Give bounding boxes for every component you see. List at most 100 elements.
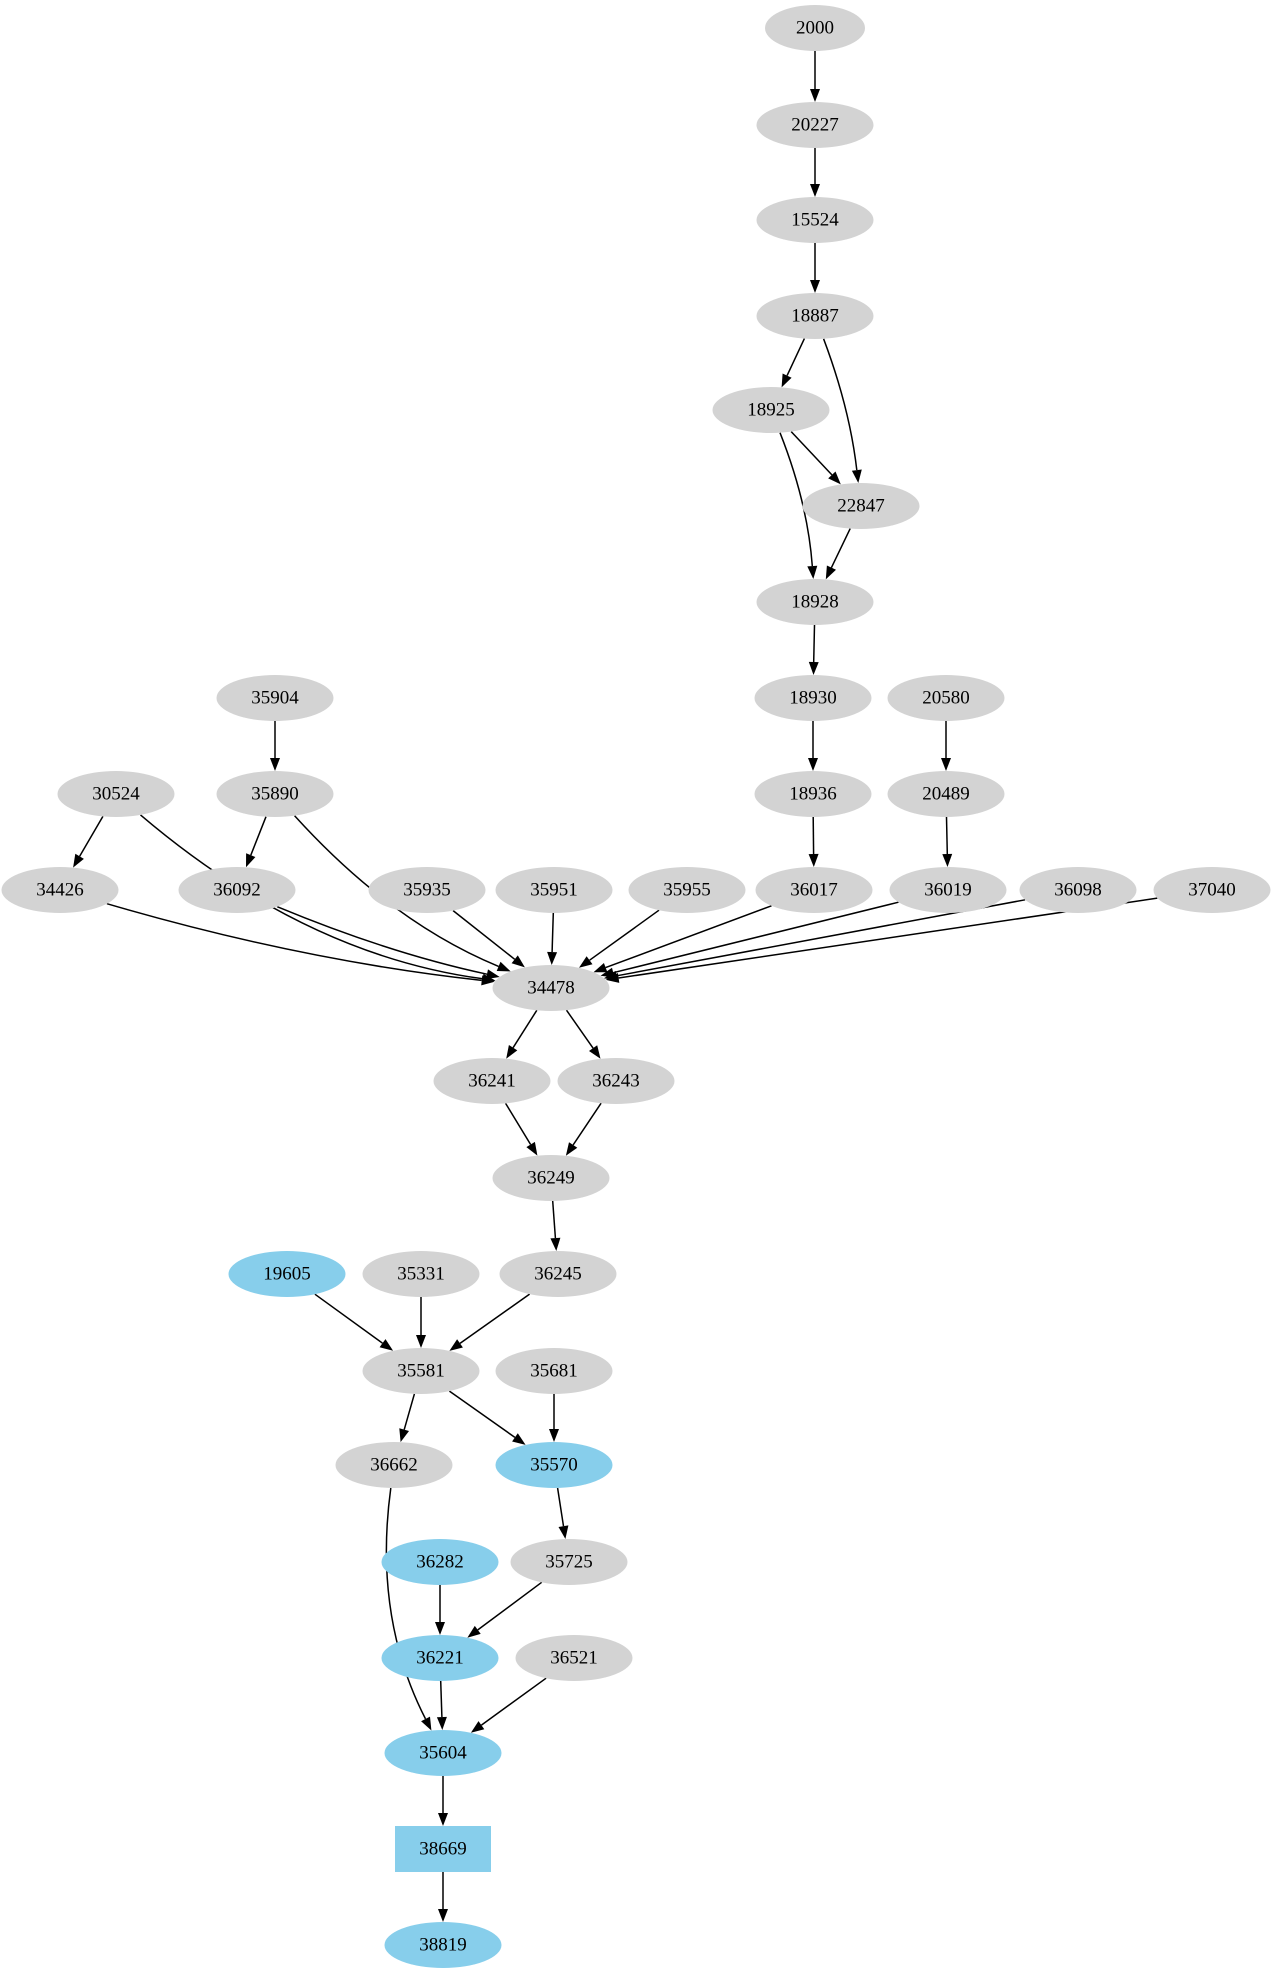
node-label: 36245: [534, 1264, 582, 1285]
node-shape: [57, 771, 175, 817]
node-shape: [433, 1058, 551, 1104]
node-label: 37040: [1188, 880, 1236, 901]
node-shape: [755, 867, 873, 913]
graph-edge-35890-36092: [250, 816, 267, 856]
node-shape: [335, 1442, 453, 1488]
graph-arrowhead-36017-34478: [593, 963, 608, 973]
graph-edge-36221-35604: [439, 1680, 443, 1718]
graph-arrowhead-35331-35581: [416, 1335, 426, 1348]
graph-edge-35725-36221: [477, 1581, 543, 1631]
node-shape: [495, 867, 613, 913]
graph-edge-18925-18928: [779, 432, 814, 567]
graph-node-36017: 36017: [755, 867, 873, 913]
node-label: 20227: [791, 115, 839, 136]
node-shape: [628, 867, 746, 913]
graph-arrowhead-35890-36092: [246, 853, 256, 868]
graph-arrowhead-38669-38819: [438, 1909, 448, 1922]
node-shape: [395, 1826, 491, 1872]
graph-edge-34426-34478: [106, 902, 482, 982]
node-label: 18887: [791, 306, 839, 327]
node-shape: [754, 675, 872, 721]
graph-node-36019: 36019: [889, 867, 1007, 913]
graph-arrowhead-22847-18928: [825, 565, 836, 580]
graph-arrowhead-35890-34478: [496, 961, 511, 972]
graph-arrowhead-34478-36241: [506, 1045, 518, 1059]
node-shape: [228, 1251, 346, 1297]
graph-node-35581: 35581: [362, 1348, 480, 1394]
node-label: 36249: [527, 1168, 575, 1189]
graph-edge-35951-34478: [551, 912, 555, 953]
graph-node-34478: 34478: [492, 965, 610, 1011]
node-shape: [756, 293, 874, 339]
graph-edge-30524-34426: [78, 816, 104, 857]
graph-edge-35581-36662: [403, 1393, 416, 1430]
graph-arrowhead-35570-35725: [558, 1525, 569, 1539]
node-shape: [381, 1539, 499, 1585]
node-label: 38819: [419, 1935, 467, 1956]
graph-edge-36245-35581: [459, 1293, 531, 1345]
node-label: 35570: [530, 1455, 578, 1476]
graph-node-34426: 34426: [1, 867, 119, 913]
node-shape: [756, 197, 874, 243]
graph-edge-22847-18928: [830, 528, 851, 569]
graph-edge-36092-34478: [276, 906, 488, 975]
node-shape: [515, 1635, 633, 1681]
graph-node-35331: 35331: [362, 1251, 480, 1297]
graph-node-36241: 36241: [433, 1058, 551, 1104]
graph-arrowhead-36092-34478: [485, 969, 500, 980]
graph-node-35890: 35890: [216, 771, 334, 817]
graph-node-35951: 35951: [495, 867, 613, 913]
graph-edge-35570-35725: [556, 1487, 565, 1527]
node-label: 36282: [416, 1552, 464, 1573]
graph-edge-35935-34478: [452, 910, 516, 960]
node-label: 18928: [791, 592, 839, 613]
node-shape: [216, 771, 334, 817]
node-label: 36662: [370, 1455, 418, 1476]
graph-arrowhead-18887-22847: [851, 469, 862, 483]
graph-arrowhead-35904-35890: [270, 758, 280, 771]
graph-node-30524: 30524: [57, 771, 175, 817]
graph-node-35604: 35604: [384, 1730, 502, 1776]
graph-node-36243: 36243: [557, 1058, 675, 1104]
node-shape: [756, 102, 874, 148]
node-label: 22847: [837, 496, 885, 517]
graph-arrowhead-36245-35581: [449, 1339, 463, 1351]
graph-node-35681: 35681: [495, 1348, 613, 1394]
node-label: 36221: [416, 1648, 464, 1669]
node-shape: [889, 867, 1007, 913]
node-shape: [499, 1251, 617, 1297]
graph-arrowhead-36282-36221: [435, 1622, 445, 1635]
node-shape: [802, 483, 920, 529]
node-label: 38669: [419, 1839, 467, 1860]
graph-node-36221: 36221: [381, 1635, 499, 1681]
graph-arrowhead-18928-18930: [808, 661, 819, 675]
graph-edge-19605-35581: [314, 1293, 383, 1344]
node-shape: [510, 1539, 628, 1585]
graph-node-35725: 35725: [510, 1539, 628, 1585]
graph-arrowhead-15524-18887: [810, 280, 820, 293]
graph-edge-18887-22847: [822, 338, 858, 471]
graph-node-38669: 38669: [395, 1826, 491, 1872]
graph-node-37040: 37040: [1153, 867, 1271, 913]
graph-node-15524: 15524: [756, 197, 874, 243]
node-shape: [495, 1442, 613, 1488]
node-label: 20580: [922, 688, 970, 709]
node-shape: [1153, 867, 1271, 913]
node-label: 35951: [530, 880, 578, 901]
graph-arrowhead-35955-34478: [579, 956, 593, 968]
node-label: 36092: [213, 880, 261, 901]
graph-edge-35581-35570: [448, 1390, 516, 1439]
node-shape: [384, 1730, 502, 1776]
node-label: 36017: [790, 880, 838, 901]
graph-arrowhead-18930-18936: [808, 758, 818, 771]
graph-arrowhead-18936-36017: [808, 853, 819, 867]
node-label: 18936: [789, 784, 837, 805]
graph-node-35904: 35904: [216, 675, 334, 721]
node-shape: [362, 1251, 480, 1297]
graph-edge-18925-22847: [790, 431, 833, 476]
node-shape: [492, 1155, 610, 1201]
graph-node-36092: 36092: [178, 867, 296, 913]
